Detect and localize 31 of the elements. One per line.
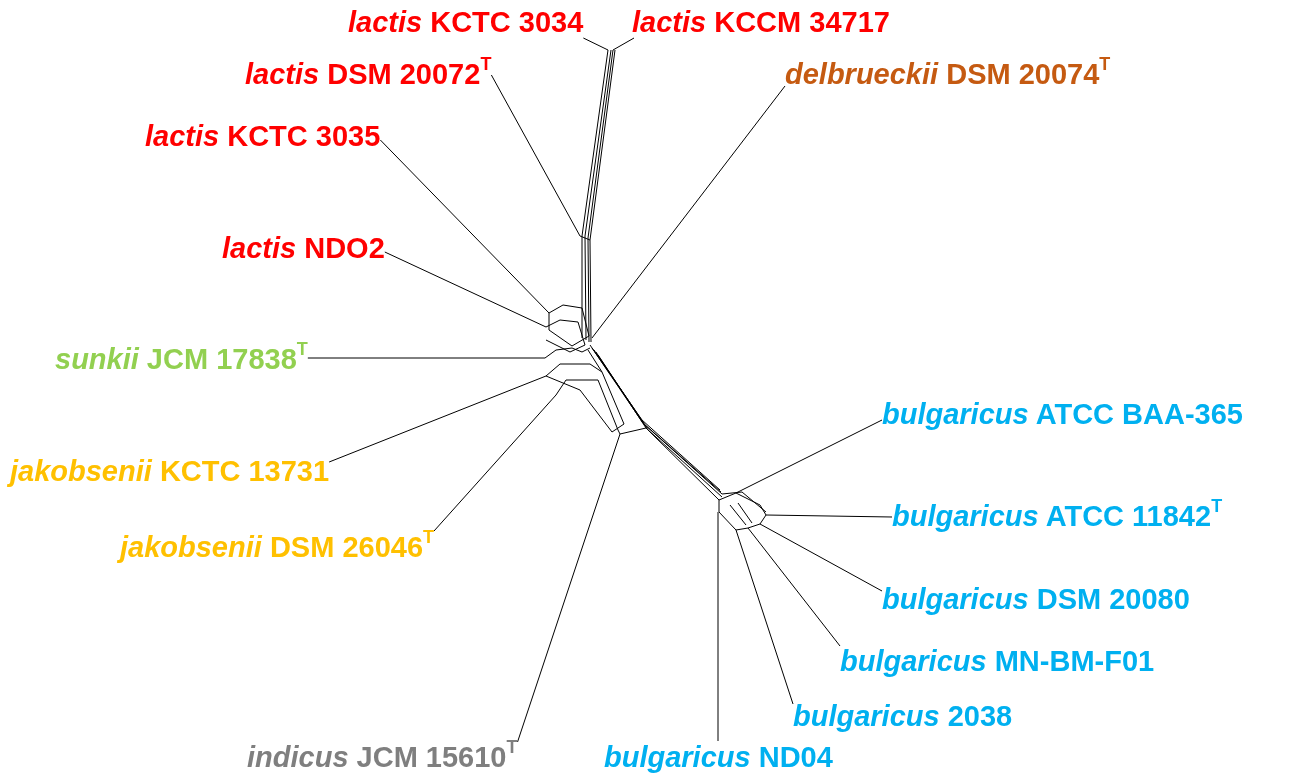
taxon-label: bulgaricus ND04 xyxy=(604,741,833,773)
taxon-label: bulgaricus MN-BM-F01 xyxy=(840,645,1155,677)
branch-line xyxy=(328,375,547,463)
taxon-label: lactis NDO2 xyxy=(222,232,385,264)
taxon-label: delbrueckii DSM 20074$^{T}$ xyxy=(785,58,1111,90)
taxon-label: bulgaricus 2038 xyxy=(793,700,1013,732)
branch-line xyxy=(612,37,635,51)
branch-line xyxy=(735,529,794,705)
taxon-label: lactis DSM 20072$^{T}$ xyxy=(245,58,492,90)
branch-line xyxy=(517,433,621,743)
branch-line xyxy=(735,419,883,494)
branch-line xyxy=(384,251,547,328)
branch-line xyxy=(759,523,883,592)
taxon-label: bulgaricus ATCC BAA-365 xyxy=(882,398,1243,430)
taxon-label: indicus JCM 15610$^{T}$ xyxy=(247,741,518,773)
taxon-label: lactis KCTC 3035 xyxy=(145,120,381,152)
taxon-label: sunkii JCM 17838$^{T}$ xyxy=(55,343,308,375)
branch-line xyxy=(591,85,786,339)
taxon-label: bulgaricus ATCC 11842$^{T}$ xyxy=(892,500,1223,532)
branch-line xyxy=(433,394,557,532)
taxon-label: lactis KCCM 34717 xyxy=(632,6,890,38)
branch-line xyxy=(747,527,841,647)
branch-line xyxy=(307,357,546,359)
branch-line xyxy=(379,139,550,314)
taxon-label: lactis KCTC 3034 xyxy=(348,6,584,38)
splits-network-drawing xyxy=(544,49,767,531)
branch-line xyxy=(490,74,581,237)
taxon-label: bulgaricus DSM 20080 xyxy=(882,583,1190,615)
branch-line xyxy=(765,514,893,518)
branch-line xyxy=(582,37,609,51)
branch-line xyxy=(717,511,719,742)
